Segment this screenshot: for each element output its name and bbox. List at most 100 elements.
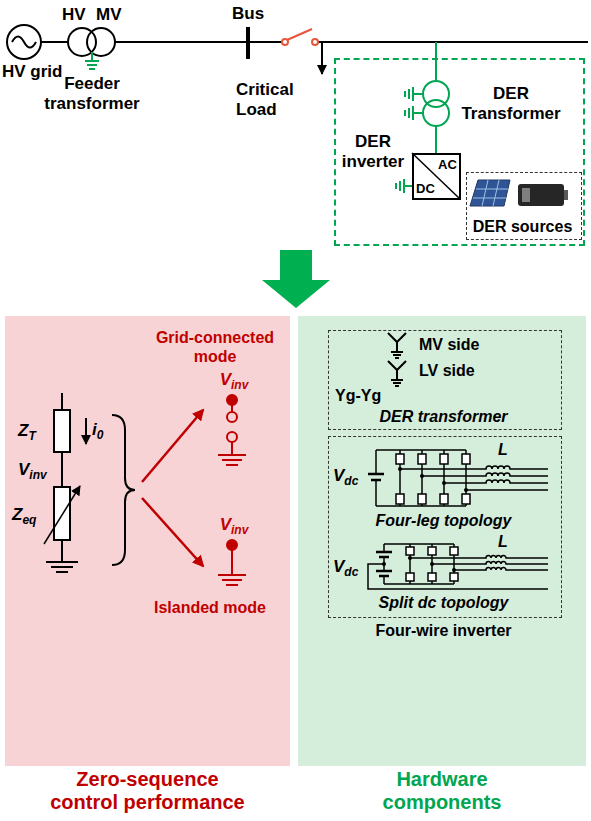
four-leg-circuit	[368, 450, 548, 506]
grid-connected-symbol	[231, 405, 233, 412]
grid-connected-symbol	[226, 464, 238, 466]
grid-connected-symbol	[227, 412, 237, 422]
ground-symbol	[85, 52, 99, 69]
der-transformer-symbol	[408, 108, 410, 118]
dc-voltage-label: Vdc	[333, 557, 358, 579]
impedance-symbol	[54, 410, 70, 452]
voltage-label: Vinv	[214, 370, 254, 392]
islanded-symbol	[231, 550, 233, 575]
switch-device	[396, 454, 470, 504]
dc-voltage-label: Vdc	[333, 466, 358, 488]
der-system-box: DER TransformerDER inverterACDCDER sourc…	[334, 58, 585, 246]
four-leg-circuit	[376, 505, 466, 507]
feeder-line	[250, 41, 282, 43]
grid-connected-symbol	[231, 442, 233, 455]
split-dc-circuit	[368, 544, 548, 589]
switch-device	[418, 494, 426, 504]
panel-heading: Hardware components	[367, 768, 517, 814]
solar-panel	[470, 180, 510, 206]
split-dc-circuit	[368, 564, 548, 589]
box-label: DER inverter	[340, 132, 406, 173]
switch-device	[418, 454, 426, 464]
mode-arrow	[142, 498, 203, 566]
wye-symbol	[388, 361, 406, 386]
inverter-box: Four-leg topologySplit dc topologyFour-w…	[328, 436, 562, 618]
switch-symbol	[282, 39, 288, 45]
islanded-symbol	[218, 540, 246, 585]
voltage-level-label: MV	[96, 5, 122, 25]
wye-symbol	[388, 333, 406, 358]
grid-connected-symbol	[218, 454, 246, 456]
battery-pack	[518, 184, 568, 206]
ground-symbol	[91, 52, 93, 61]
der-transformer-symbol	[395, 183, 397, 189]
der-transformer-symbol	[403, 179, 405, 193]
panel-heading: Zero-sequence control performance	[45, 768, 250, 814]
grid-connected-symbol	[227, 395, 237, 405]
feeder-transformer-symbol	[68, 28, 115, 56]
voltage-label: Vinv	[214, 515, 254, 537]
winding-label: LV side	[419, 361, 475, 380]
grid-source	[7, 25, 41, 59]
islanded-symbol	[218, 574, 246, 576]
der-transformer-symbol	[404, 110, 406, 116]
solar-panel	[470, 180, 510, 206]
split-dc-circuit	[432, 562, 548, 565]
switch-device	[428, 573, 436, 581]
der-transformer-symbol	[404, 185, 412, 187]
circuit-wire	[56, 571, 68, 573]
big-arrow	[262, 250, 330, 308]
current-arrow	[85, 418, 87, 444]
grid-connected-symbol	[218, 395, 246, 465]
der-transformer-symbol	[413, 93, 423, 95]
current-label: i0	[92, 420, 103, 442]
switch-device	[428, 547, 436, 555]
topology-caption: Four-leg topology	[329, 511, 558, 530]
circuit-wire	[61, 452, 63, 487]
switch-symbol	[282, 29, 318, 45]
grid-source	[12, 37, 36, 48]
junction-dot	[442, 481, 446, 485]
switch-device	[396, 494, 404, 504]
circuit-wire	[51, 566, 73, 568]
winding-label: MV side	[419, 335, 479, 354]
voltage-level-label: HV	[62, 5, 86, 25]
load-arrow	[321, 42, 323, 74]
junction-dot	[398, 467, 402, 471]
switch-device	[396, 454, 404, 464]
converter-box: ACDC	[412, 153, 461, 200]
switch-symbol	[312, 39, 318, 45]
four-leg-circuit	[375, 450, 377, 474]
der-transformer-symbol	[408, 89, 410, 99]
switch-device	[406, 573, 414, 581]
converter-divider	[412, 153, 460, 199]
converter-label: AC	[438, 157, 457, 173]
switch-device	[450, 573, 458, 581]
der-sources-box: DER sources	[466, 172, 582, 240]
der-transformer-symbol	[399, 181, 401, 191]
box-caption: DER transformer	[329, 407, 558, 426]
bus-bar	[246, 27, 250, 59]
feeder-line	[115, 41, 246, 43]
transformer-label: Feeder transformer	[42, 74, 142, 115]
impedance-label: Zeq	[12, 505, 36, 527]
panel-fill	[5, 316, 586, 766]
islanded-symbol	[227, 540, 237, 550]
switch-symbol	[287, 29, 312, 40]
four-leg-circuit	[368, 473, 384, 476]
switch-device	[462, 454, 470, 464]
der-transformer-symbol	[435, 126, 437, 153]
switch-device	[450, 547, 458, 555]
ground-symbol	[85, 60, 99, 62]
converter-label: DC	[416, 181, 435, 197]
feeder-line	[41, 41, 68, 43]
hardware-panel: Hardware componentsMV sideLV sideYg-YgDE…	[298, 316, 586, 766]
feeder-line	[318, 41, 588, 43]
switch-device	[440, 494, 448, 504]
panel-fill	[298, 316, 586, 766]
brace	[112, 415, 135, 565]
four-leg-circuit	[400, 466, 548, 469]
junction-dot	[464, 488, 468, 492]
load-label: Critical Load	[236, 80, 316, 121]
ground-symbol	[89, 68, 95, 70]
